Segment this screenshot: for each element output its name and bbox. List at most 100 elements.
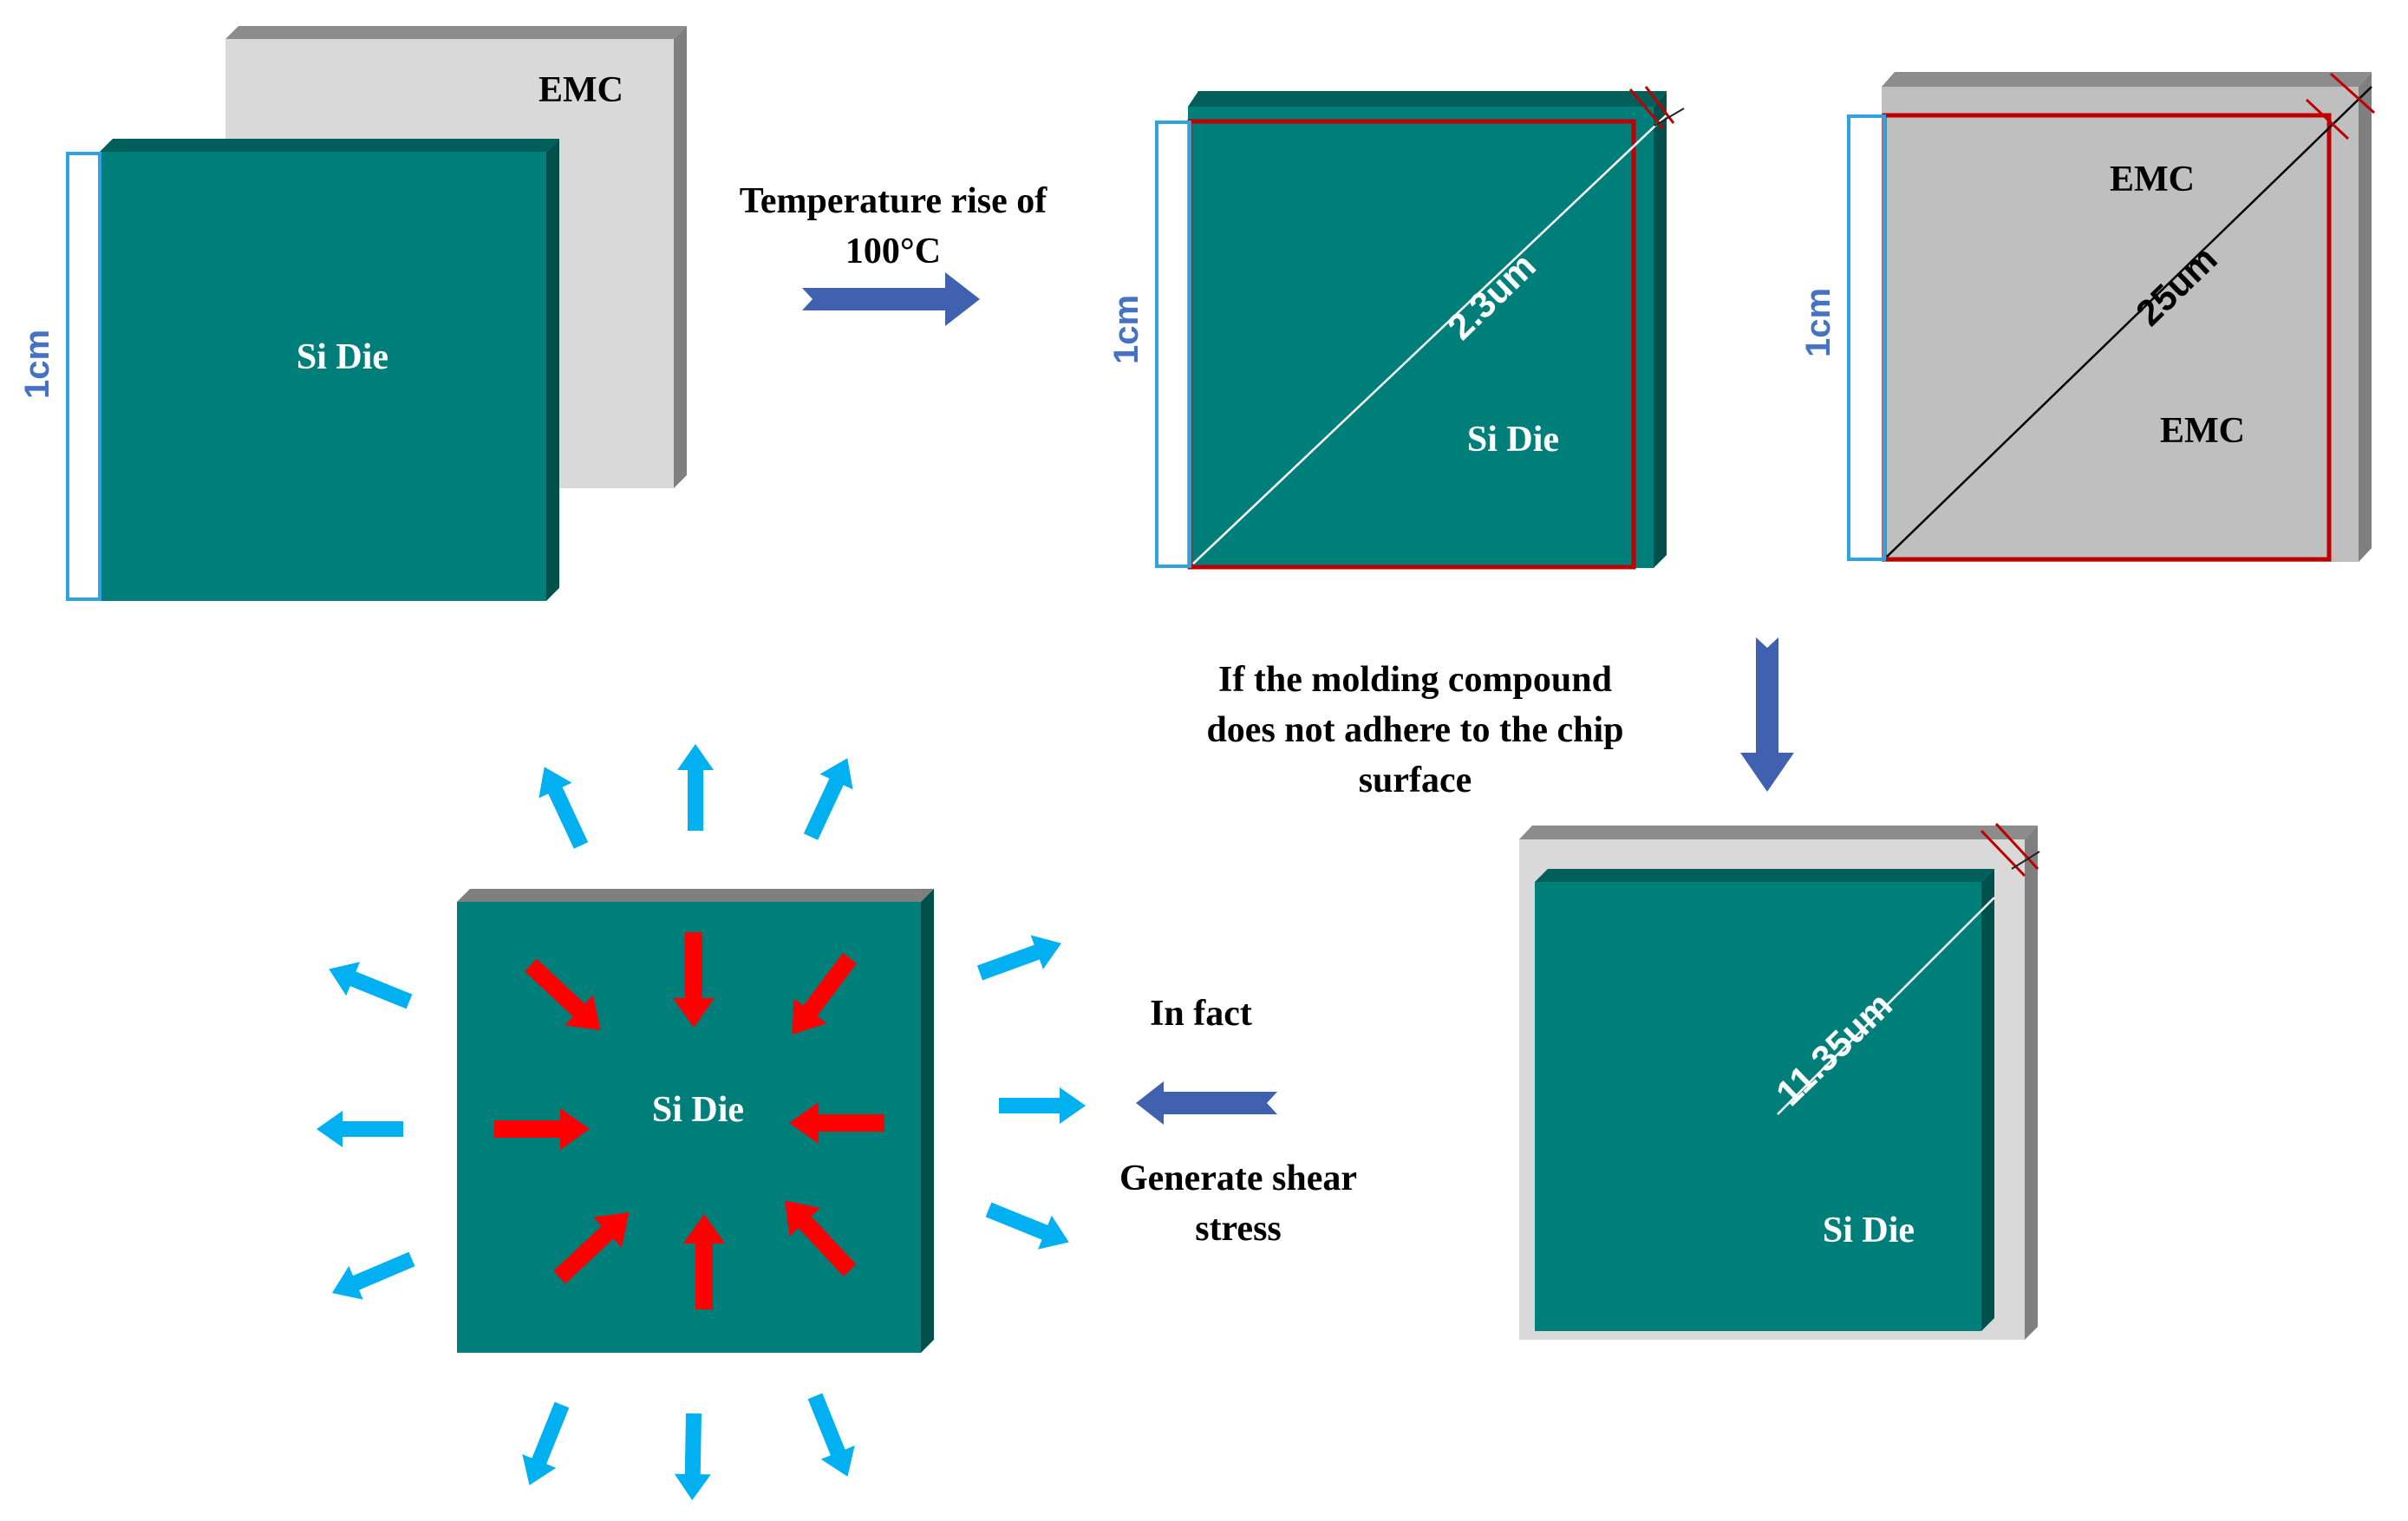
emc-plate <box>1882 87 2359 562</box>
red-arrow-icon <box>553 1211 630 1284</box>
arrow-shape <box>985 1202 1069 1250</box>
arrow-shape <box>525 958 601 1031</box>
temperature-rise-label: Temperature rise of <box>740 181 1048 221</box>
arrow-shape <box>976 935 1061 981</box>
si-die-side-edge <box>921 889 934 1353</box>
arrow-shape <box>538 767 589 849</box>
arrow-shape <box>494 1108 590 1150</box>
si-die-label: Si Die <box>652 1090 744 1130</box>
arrow-shape <box>803 758 853 840</box>
cyan-arrow-icon <box>976 935 1061 981</box>
arrow-shape <box>683 1214 725 1309</box>
si-die-label: Si Die <box>1823 1211 1915 1250</box>
emc-upper-label: EMC <box>2110 160 2195 199</box>
cyan-arrow-icon <box>803 758 853 840</box>
arrow-shape <box>789 1102 884 1144</box>
dimension-label-1cm: 1cm <box>1799 288 1837 357</box>
red-arrow-icon <box>494 1108 590 1150</box>
cyan-arrow-icon <box>674 1413 711 1500</box>
red-arrow-icon <box>789 1102 884 1144</box>
red-arrow-icon <box>525 958 601 1031</box>
block-arrow-icon <box>1740 637 1794 792</box>
shear-stress-line2: stress <box>1195 1209 1282 1249</box>
tick-mark <box>2329 72 2376 114</box>
si-die-plate <box>1535 882 1981 1331</box>
si-die-top-edge <box>457 889 934 902</box>
emc-plate-side-edge <box>2359 72 2372 562</box>
gap-diagonal-line <box>1777 897 1995 1115</box>
arrow-shape <box>807 1393 855 1477</box>
cyan-arrow-icon <box>677 744 714 831</box>
tick-mark <box>1980 829 2026 878</box>
panel-no-adhesion: 11.35um Si Die <box>1519 822 2040 1340</box>
dimension-label-1cm: 1cm <box>1107 295 1145 364</box>
block-arrow-icon <box>1136 1081 1277 1125</box>
arrow-shape <box>329 962 413 1009</box>
arrow-shape <box>674 1413 711 1500</box>
diagonal-line <box>1886 86 2372 558</box>
si-die-plate <box>1188 107 1654 568</box>
cyan-arrow-icon <box>538 767 589 849</box>
panel-initial: EMC Si Die 1cm <box>18 26 687 601</box>
emc-lower-label: EMC <box>2160 411 2245 451</box>
arrow-shape <box>677 744 714 831</box>
emc-plate-top-edge <box>1519 826 2038 839</box>
cyan-arrow-icon <box>316 1111 403 1147</box>
cyan-arrow-icon <box>329 962 413 1009</box>
si-die-side-edge <box>1981 869 1994 1331</box>
arrow-shape <box>999 1087 1086 1124</box>
mold-condition-line3: surface <box>1359 760 1472 800</box>
emc-plate-side-edge <box>2025 826 2038 1340</box>
panel-emc-expanded: 1cm EMC 25um EMC <box>1799 72 2376 562</box>
dimension-bracket <box>1155 121 1191 568</box>
diagonal-extension <box>2011 851 2040 870</box>
red-arrow-icon <box>673 932 715 1028</box>
arrow-shape <box>673 932 715 1028</box>
si-die-side-edge <box>1654 91 1667 568</box>
shear-stress-line1: Generate shear <box>1119 1159 1357 1198</box>
arrow-shape <box>792 952 857 1035</box>
diagonal-line <box>1192 108 1674 565</box>
si-die-plate <box>100 152 546 601</box>
arrow-shape <box>553 1211 630 1284</box>
arrow-shape <box>784 1200 857 1276</box>
si-die-top-edge <box>1188 91 1667 107</box>
si-die-top-edge <box>100 139 559 152</box>
red-arrow-icon <box>792 952 857 1035</box>
arrow-shape <box>1740 637 1794 792</box>
mold-condition-line1: If the molding compound <box>1218 660 1612 700</box>
cyan-arrow-icon <box>985 1202 1069 1250</box>
temperature-value-label: 100°C <box>845 232 941 271</box>
si-die-side-edge <box>546 139 559 601</box>
cyan-arrow-icon <box>807 1393 855 1477</box>
tick-mark <box>1628 88 1665 129</box>
tick-mark <box>2305 98 2350 140</box>
cyan-arrow-icon <box>331 1251 415 1300</box>
si-die-label: Si Die <box>1467 420 1559 460</box>
in-fact-label: In fact <box>1150 994 1252 1034</box>
emc-plate-top-edge <box>225 26 687 39</box>
dimension-bracket <box>66 152 101 601</box>
cyan-arrow-icon <box>999 1087 1086 1124</box>
arrow-shape <box>331 1251 415 1300</box>
arrow-shape <box>522 1401 570 1485</box>
red-arrow-icon <box>784 1200 857 1276</box>
arrow-shape <box>1136 1081 1277 1125</box>
block-arrow-icon <box>802 272 980 326</box>
tick-mark <box>1994 822 2039 871</box>
mold-condition-line2: does not adhere to the chip <box>1206 710 1623 750</box>
emc-plate-top-edge <box>1882 72 2372 87</box>
emc-plate-side-edge <box>674 26 687 488</box>
cyan-arrow-icon <box>522 1401 570 1485</box>
si-die-label: Si Die <box>297 337 388 377</box>
emc-label: EMC <box>538 70 623 110</box>
red-arrow-icon <box>683 1214 725 1309</box>
dimension-label-1cm: 1cm <box>18 330 56 399</box>
dimension-bracket <box>1847 114 1886 561</box>
arrow-shape <box>802 272 980 326</box>
diagonal-extension <box>1654 108 1685 127</box>
si-die-top-edge <box>1535 869 1994 882</box>
arrow-shape <box>316 1111 403 1147</box>
panel-si-expanded: 1cm 2.3um Si Die <box>1107 86 1685 570</box>
